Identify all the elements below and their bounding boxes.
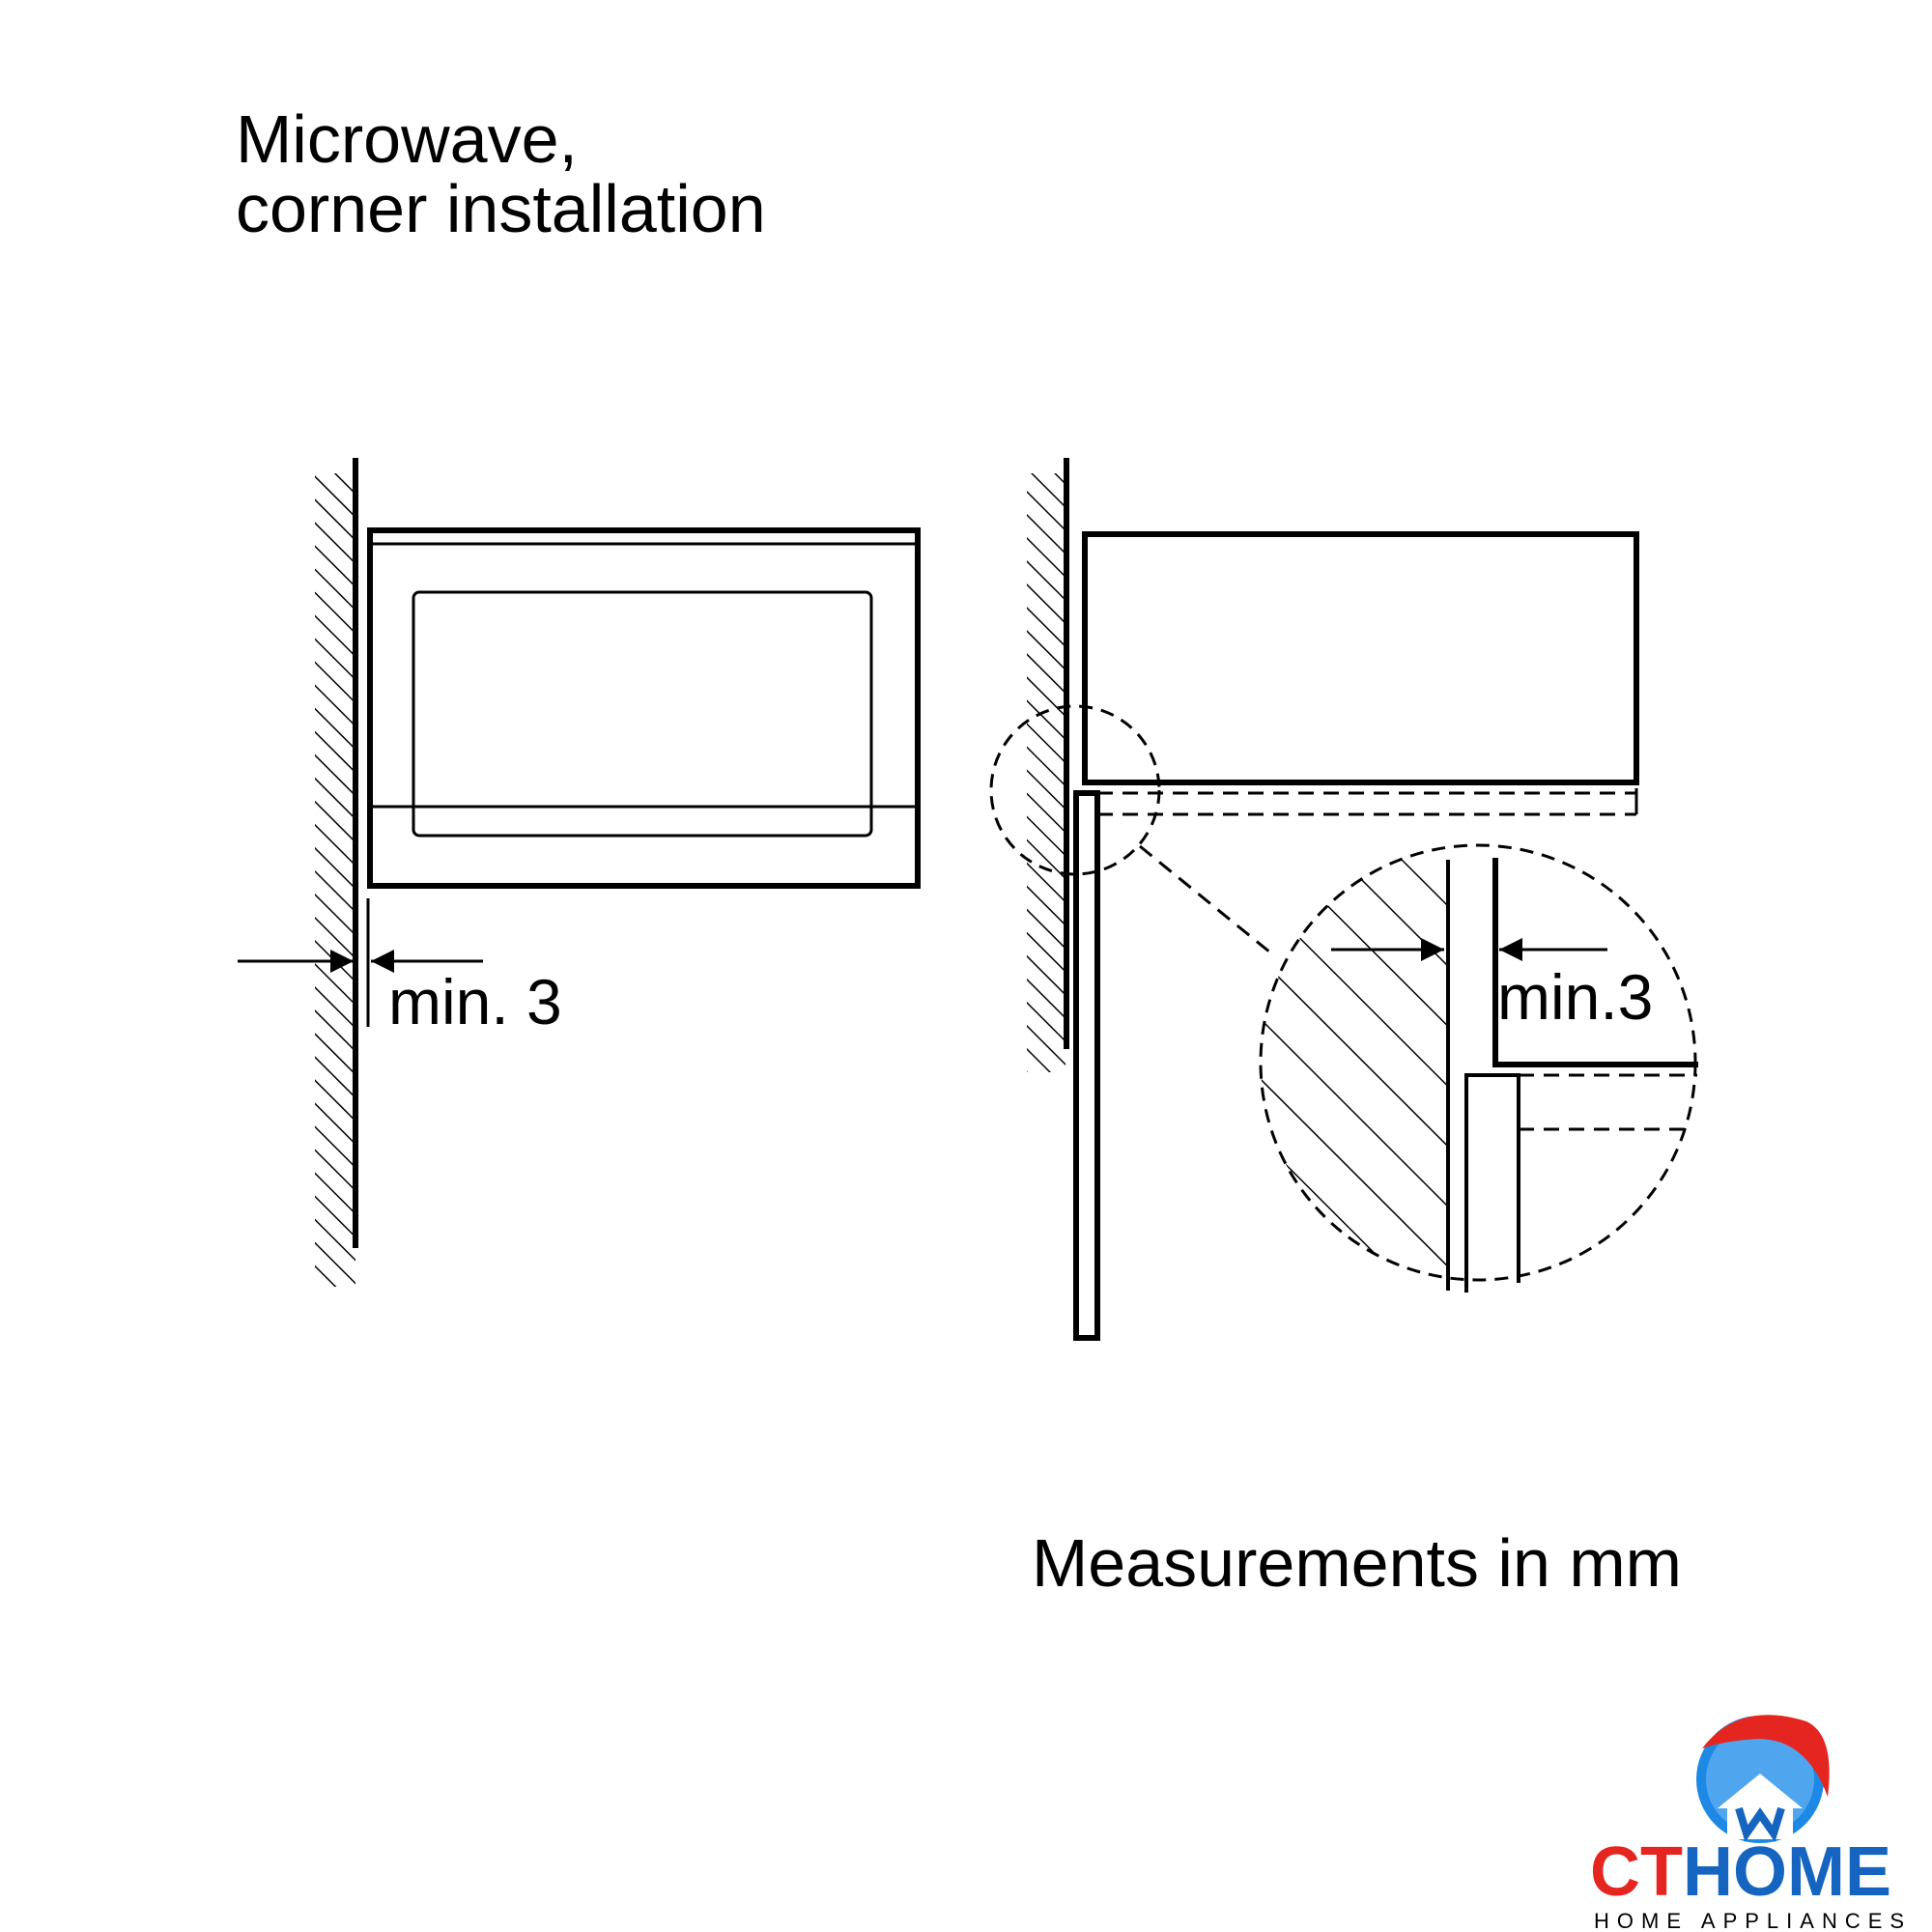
- title-line-2: corner installation: [236, 171, 766, 246]
- side-gap-label: min.3: [1497, 961, 1653, 1033]
- detail-leader-line: [1139, 844, 1271, 954]
- logo-brand-home: HOME: [1683, 1833, 1891, 1911]
- side-wall-hatching: [1027, 473, 1065, 1072]
- units-note: Measurements in mm: [1032, 1525, 1682, 1601]
- cthome-logo: CTHOME HOME APPLIANCES: [1590, 1715, 1912, 1932]
- microwave-front: [367, 527, 921, 889]
- front-gap-dimension: [238, 898, 483, 1027]
- logo-tagline: HOME APPLIANCES: [1594, 1909, 1912, 1932]
- house-logo-icon: [1696, 1715, 1830, 1843]
- side-view: min.3: [989, 458, 1698, 1341]
- detail-view: min.3: [1259, 843, 1698, 1293]
- logo-brand-ct: CT: [1590, 1833, 1683, 1911]
- cabinet-outline-dashed: [1097, 788, 1638, 816]
- detail-callout-circle: [989, 704, 1161, 876]
- page-title: Microwave,corner installation: [236, 104, 766, 243]
- svg-text:CTHOME: CTHOME: [1590, 1833, 1891, 1911]
- front-view: min. 3: [238, 458, 921, 1287]
- title-line-1: Microwave,: [236, 101, 578, 177]
- front-gap-label: min. 3: [388, 966, 562, 1037]
- front-wall-hatching: [315, 473, 355, 1287]
- microwave-side: [1082, 531, 1639, 785]
- detail-wall-hatching: [1261, 845, 1448, 1280]
- detail-circle: [1259, 843, 1697, 1282]
- side-panel: [1073, 790, 1100, 1341]
